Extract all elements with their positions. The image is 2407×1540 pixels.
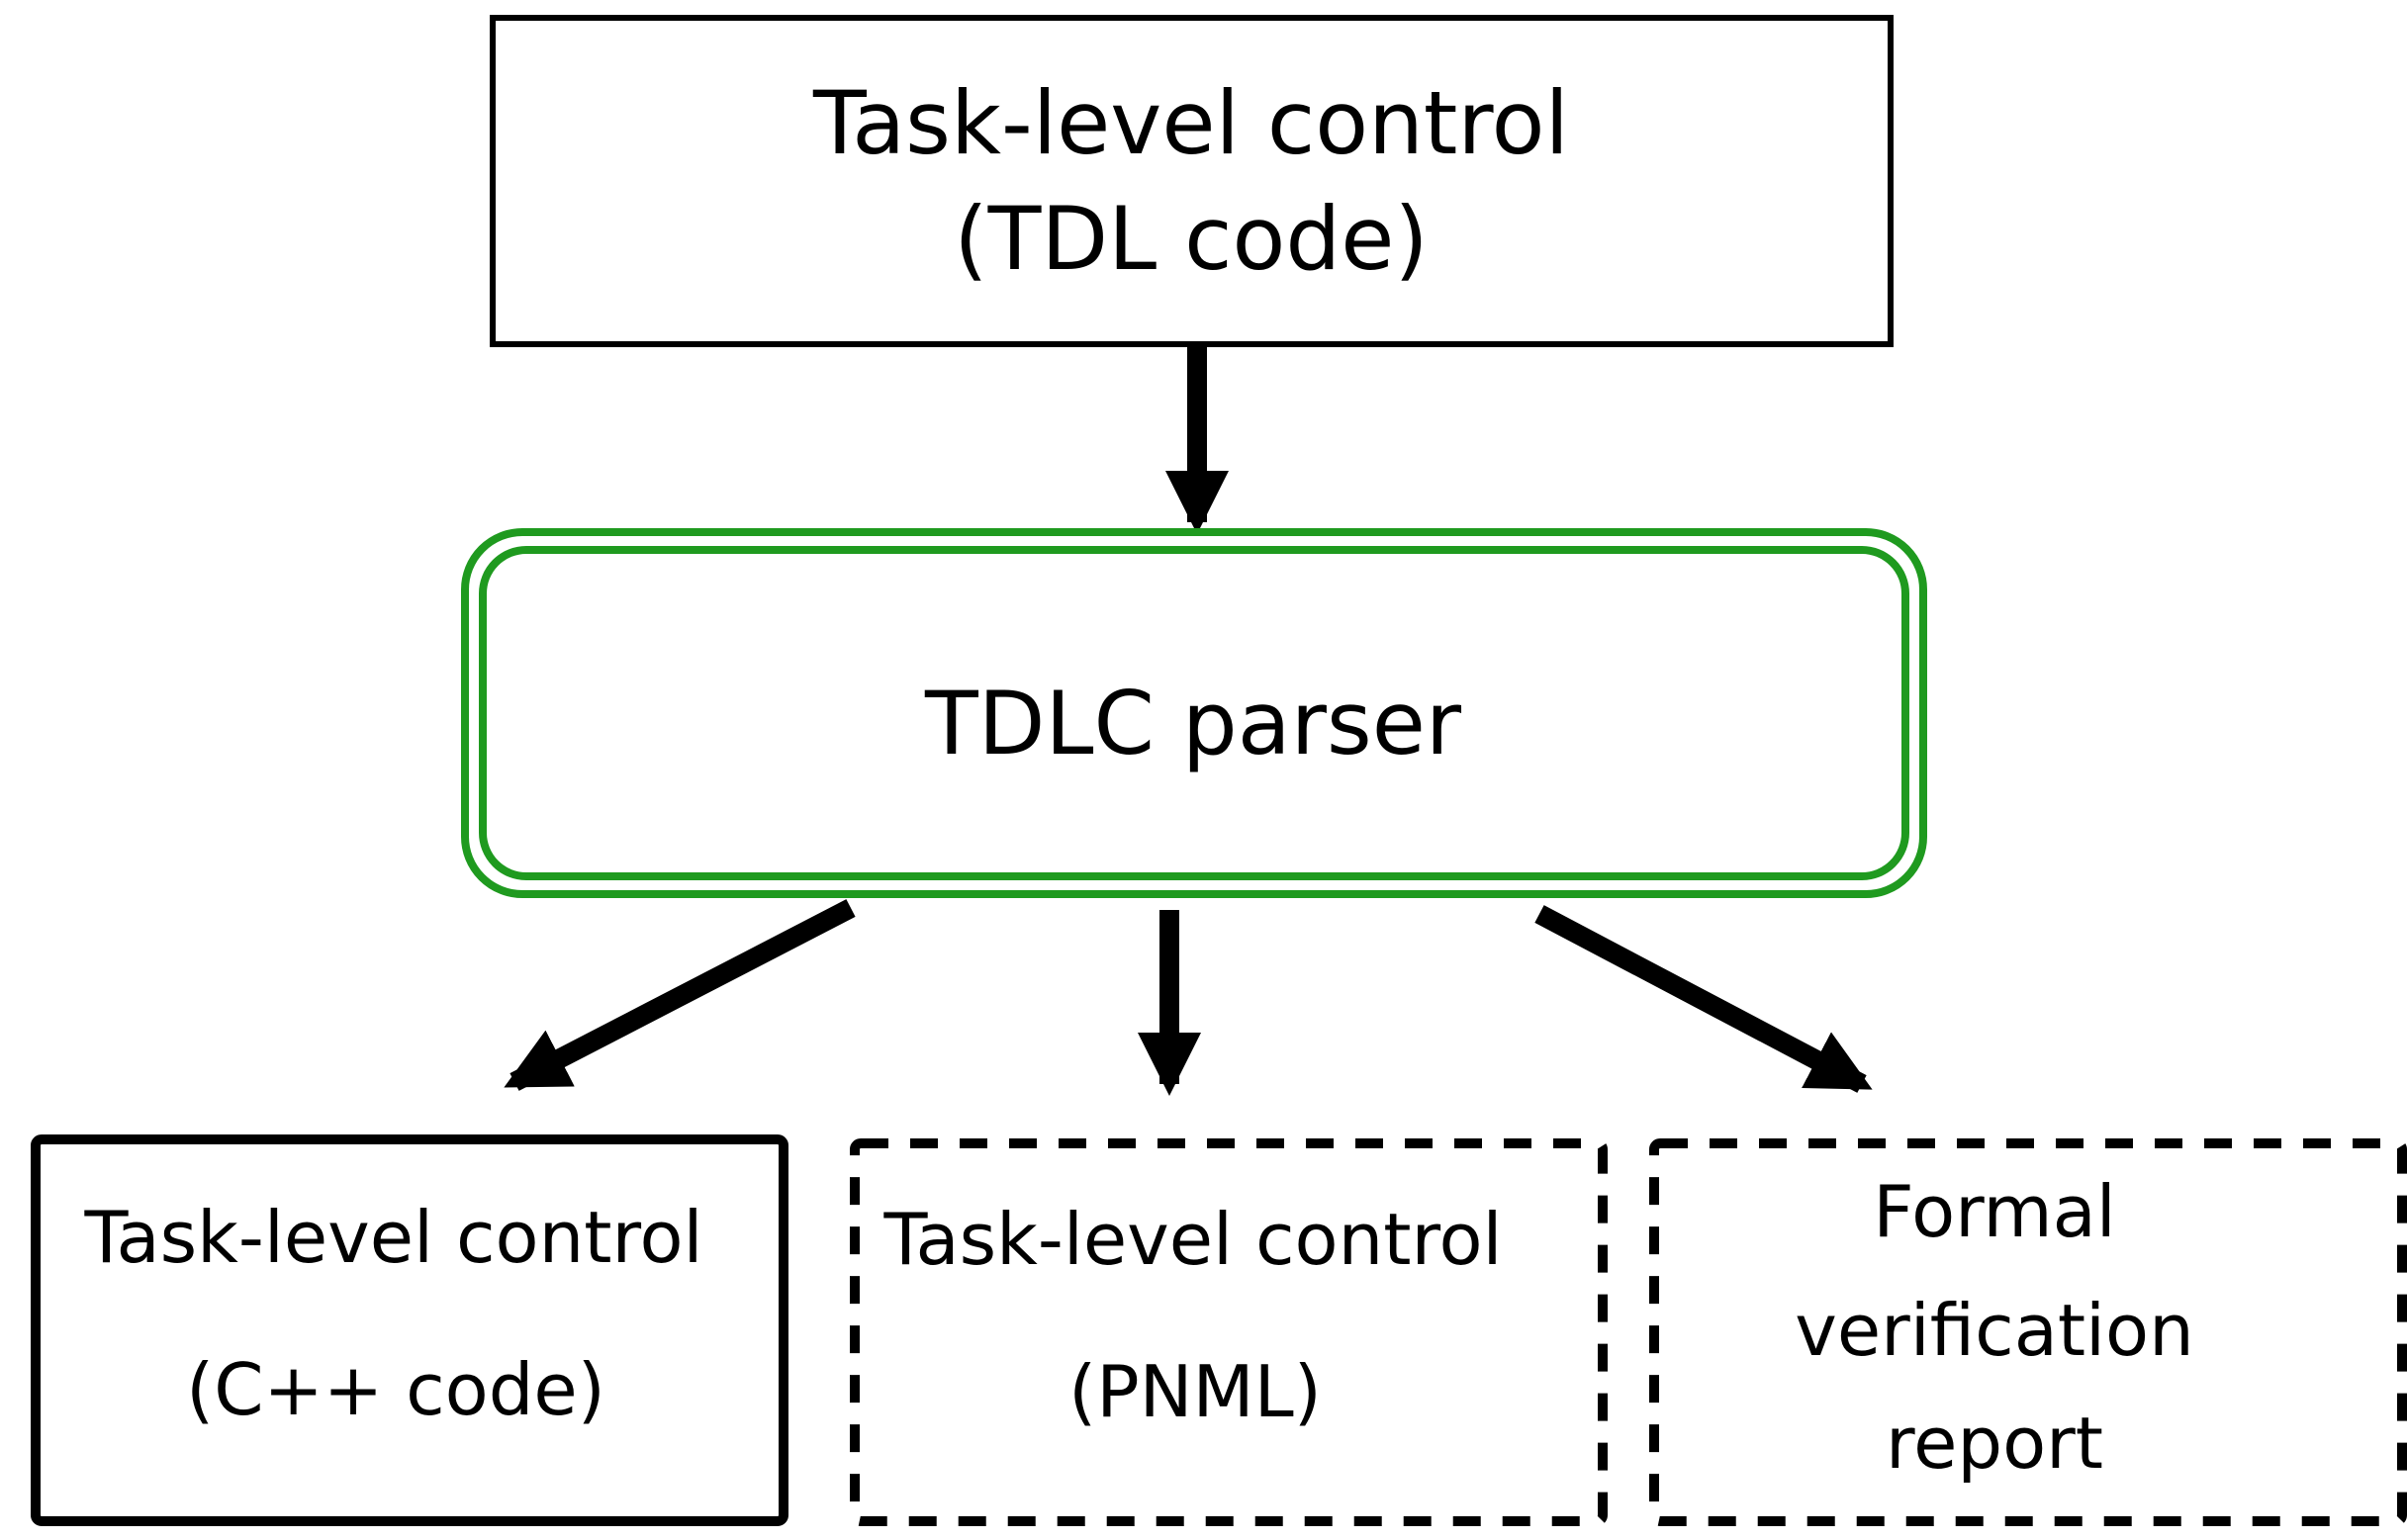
node-report-line-2: verification bbox=[1795, 1289, 2194, 1372]
node-cpp-code-title: Task-level control bbox=[83, 1196, 702, 1279]
node-tdl-code-title: Task-level control bbox=[812, 72, 1569, 174]
arrow-parser-to-report bbox=[1534, 905, 1873, 1093]
node-verification-report-border bbox=[1649, 1138, 2407, 1526]
node-pnml-border bbox=[850, 1138, 1608, 1526]
node-tdlc-parser: TDLC parser bbox=[461, 528, 1927, 898]
node-verification-report: Formal verification report bbox=[1649, 1138, 2407, 1526]
parser-label: TDLC parser bbox=[924, 673, 1462, 774]
node-tdl-code: Task-level control (TDL code) bbox=[490, 15, 1894, 347]
node-report-line-1: Formal bbox=[1873, 1170, 2116, 1253]
arrow-parser-to-cpp bbox=[504, 899, 856, 1091]
node-tdl-code-border bbox=[490, 15, 1894, 347]
node-cpp-code-border bbox=[31, 1134, 788, 1526]
node-pnml-subtitle: (PNML) bbox=[1068, 1350, 1322, 1433]
node-cpp-code: Task-level control (C++ code) bbox=[31, 1134, 788, 1526]
node-pnml: Task-level control (PNML) bbox=[850, 1138, 1608, 1526]
parser-outer-border bbox=[461, 528, 1927, 898]
node-cpp-code-subtitle: (C++ code) bbox=[186, 1348, 605, 1431]
node-pnml-title: Task-level control bbox=[882, 1198, 1502, 1281]
node-report-line-3: report bbox=[1886, 1402, 2103, 1485]
node-tdl-code-subtitle: (TDL code) bbox=[954, 188, 1428, 290]
parser-inner-border bbox=[479, 546, 1909, 880]
